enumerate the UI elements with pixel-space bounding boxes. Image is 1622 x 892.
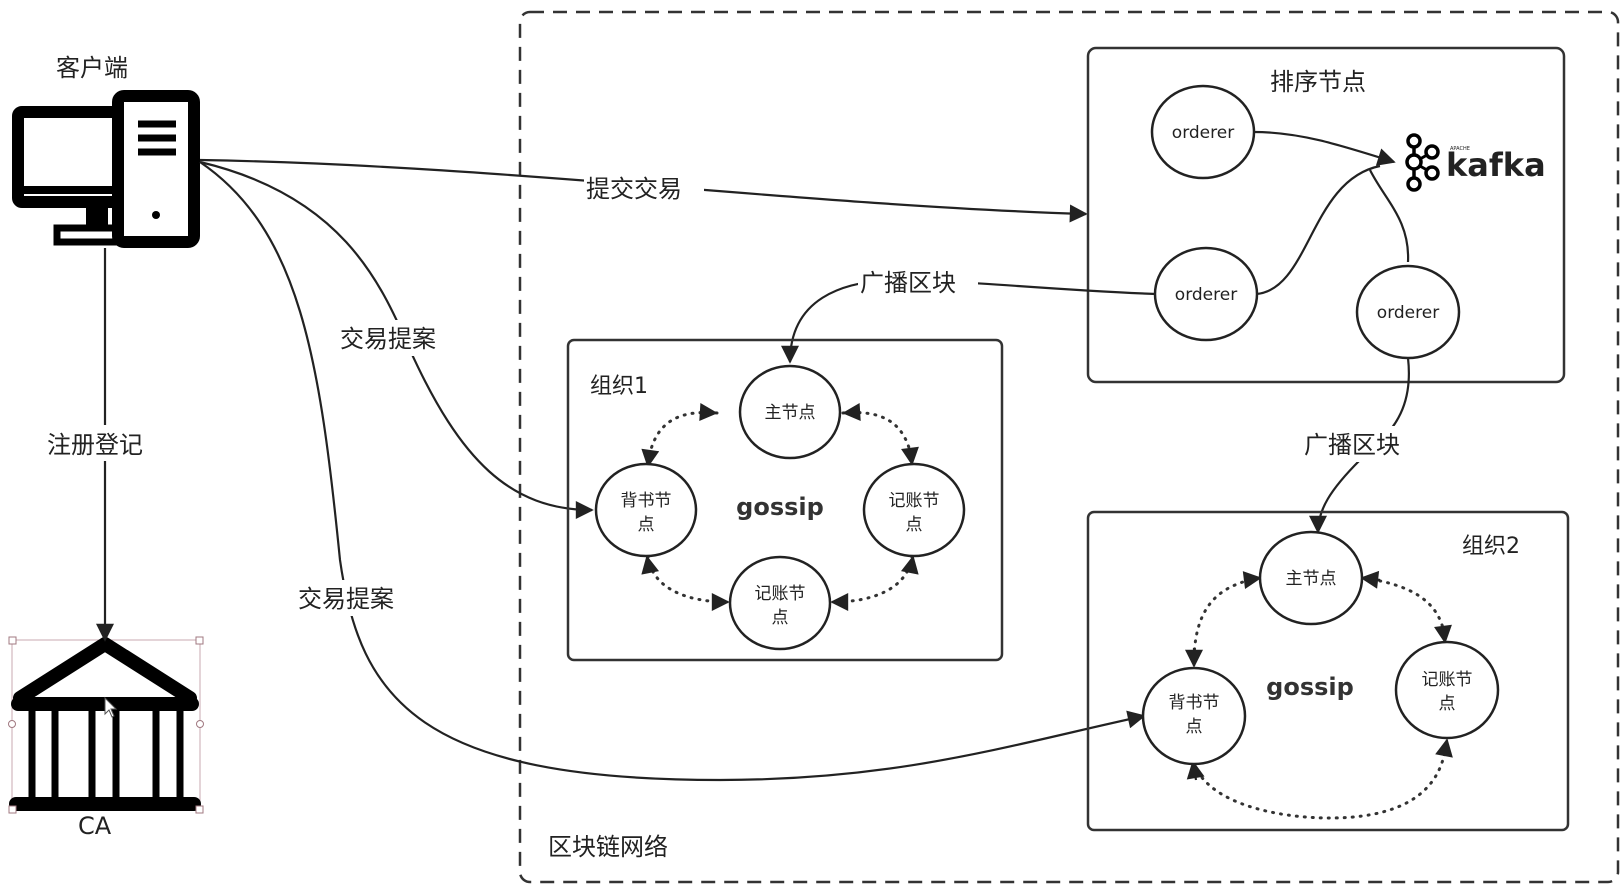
org2-gossip-edge-leader-committer <box>1362 576 1447 640</box>
org2-arrow-to-committer-top <box>1434 624 1452 644</box>
proposal-edge-org2 <box>199 161 1146 782</box>
org2-endorser-label-line1: 背书节 <box>1169 693 1220 713</box>
orderer-node-1-label: orderer <box>1172 123 1234 143</box>
org1-endorser-node[interactable]: 背书节 点 <box>594 462 698 558</box>
orderer-node-3-label: orderer <box>1377 303 1439 323</box>
org1-arrow-to-endorser-bottom <box>641 555 660 575</box>
orderer-node-3[interactable]: orderer <box>1355 264 1461 360</box>
org2-leader-node[interactable]: 主节点 <box>1258 530 1364 626</box>
proposal-label-org2: 交易提案 <box>298 585 394 613</box>
org1-gossip-edge-leader-committer <box>841 411 914 462</box>
mouse-cursor-icon <box>104 696 118 718</box>
org2-committer-right-node[interactable]: 记账节 点 <box>1394 640 1500 740</box>
org1-box <box>566 338 1004 662</box>
org1-committer-right-label-line2: 点 <box>906 515 923 535</box>
org1-leader-node[interactable]: 主节点 <box>738 364 842 460</box>
orderer-node-2-label: orderer <box>1175 285 1237 305</box>
org1-endorser-label-line1: 背书节 <box>621 491 672 511</box>
client-label: 客户端 <box>56 54 128 82</box>
proposal-label-org1: 交易提案 <box>340 325 436 353</box>
org1-title: 组织1 <box>590 374 648 399</box>
blockchain-network-boundary <box>518 10 1620 884</box>
org2-arrow-to-committer-bottom <box>1435 738 1453 758</box>
org2-box <box>1086 510 1570 832</box>
blockchain-network-label: 区块链网络 <box>548 833 668 861</box>
org1-gossip-label: gossip <box>736 493 824 521</box>
kafka-name-label: kafka <box>1446 146 1546 184</box>
org2-gossip-edge-endorser-committer <box>1192 742 1448 820</box>
kafka-apache-label: APACHE <box>1450 146 1470 152</box>
org1-arrow-to-committer-top <box>901 446 919 466</box>
kafka-logo-icon <box>1405 133 1440 192</box>
org1-gossip-edge-endorser-committer <box>646 554 729 604</box>
bank-building-icon <box>8 636 204 814</box>
org1-gossip-edge-leader-endorser <box>646 411 719 464</box>
org1-committer-right-node[interactable]: 记账节 点 <box>862 462 966 558</box>
org1-arrow-to-leader-right <box>842 403 861 421</box>
org1-committer-right-label-line1: 记账节 <box>889 491 940 511</box>
org2-endorser-label-line2: 点 <box>1186 717 1203 737</box>
org2-committer-label-line2: 点 <box>1439 694 1456 714</box>
ca-label: CA <box>78 812 112 840</box>
org2-leader-label: 主节点 <box>1286 569 1337 589</box>
orderer1-kafka-edge <box>1253 130 1396 166</box>
orderer2-kafka-edge <box>1255 164 1381 296</box>
org2-title: 组织2 <box>1462 534 1520 559</box>
org1-committer-bottom-label-line1: 记账节 <box>755 584 806 604</box>
org2-gossip-edge-leader-endorser <box>1192 576 1260 662</box>
org1-gossip-edge-committer-committer <box>832 554 914 604</box>
org2-arrow-to-leader-left <box>1242 571 1262 589</box>
org2-arrow-to-leader-right <box>1360 570 1381 589</box>
broadcast-label-org2: 广播区块 <box>1304 431 1400 459</box>
submit-transaction-label: 提交交易 <box>586 175 682 203</box>
org2-gossip-label: gossip <box>1266 673 1354 701</box>
org1-arrow-to-committer-right-bottom <box>900 555 919 575</box>
ordering-title: 排序节点 <box>1270 68 1366 96</box>
orderer3-kafka-edge <box>1369 169 1410 263</box>
org2-endorser-node[interactable]: 背书节 点 <box>1141 666 1247 766</box>
org1-leader-label: 主节点 <box>765 403 816 423</box>
register-label: 注册登记 <box>47 431 143 459</box>
org2-committer-label-line1: 记账节 <box>1422 670 1473 690</box>
org1-endorser-label-line2: 点 <box>638 515 655 535</box>
org1-committer-bottom-label-line2: 点 <box>772 608 789 628</box>
org1-arrow-to-leader-left <box>699 403 718 421</box>
org1-committer-bottom-node[interactable]: 记账节 点 <box>728 555 832 651</box>
ordering-service-box <box>1086 46 1566 384</box>
broadcast-label-org1: 广播区块 <box>860 269 956 297</box>
desktop-computer-icon <box>12 90 200 248</box>
orderer-node-1[interactable]: orderer <box>1150 84 1256 180</box>
orderer-node-2[interactable]: orderer <box>1153 246 1259 342</box>
